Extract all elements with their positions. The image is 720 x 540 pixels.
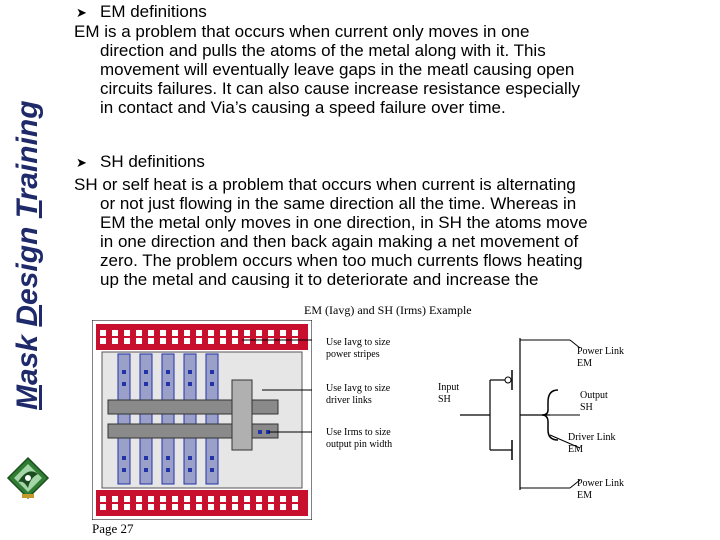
em-line: direction and pulls the atoms of the met… (100, 41, 546, 60)
sidebar-title-m: M (11, 385, 44, 410)
schematic-label: Driver Link (568, 432, 616, 443)
sh-paragraph: SH or self heat is a problem that occurs… (74, 175, 694, 288)
page-number: Page 27 (92, 521, 134, 536)
label-output: Output SH (580, 390, 608, 414)
sidebar-title-raining: raining (11, 100, 44, 201)
figure-title: EM (Iavg) and SH (Irms) Example (304, 303, 472, 317)
sh-heading-row: ➤ SH definitions (74, 152, 205, 172)
callout-line: driver links (326, 395, 372, 406)
label-input: Input SH (438, 382, 459, 406)
schematic-label: Power Link (577, 346, 624, 357)
sh-line: EM the metal only moves in one direction… (100, 213, 588, 232)
bullet-arrow-icon: ➤ (76, 155, 87, 170)
schematic-label: EM (577, 490, 592, 501)
schematic-label: Power Link (577, 478, 624, 489)
callout-driver-links: Use Iavg to size driver links (326, 383, 390, 407)
sh-line: up the metal and causing it to deteriora… (100, 270, 539, 288)
label-power-link-top: Power Link EM (577, 346, 624, 370)
sh-heading: SH definitions (100, 152, 205, 171)
sidebar-title-d: D (11, 304, 44, 327)
sidebar-title-ask: ask (11, 326, 44, 385)
sh-line: SH or self heat is a problem that occurs… (74, 175, 576, 194)
schematic-label: SH (580, 402, 593, 413)
layout-diagram (92, 320, 312, 520)
sidebar-title-esign: esign (11, 218, 44, 305)
sidebar-title: Mask Design Training (4, 0, 52, 410)
em-line: in contact and Via’s causing a speed fai… (100, 98, 506, 117)
em-line: circuits failures. It can also cause inc… (100, 79, 580, 98)
callout-line: Use Irms to size (326, 427, 391, 438)
label-power-link-bottom: Power Link EM (577, 478, 624, 502)
schematic-label: EM (568, 444, 583, 455)
callout-line: output pin width (326, 439, 393, 450)
inverter-schematic (460, 338, 581, 490)
bullet-arrow-icon: ➤ (76, 5, 87, 20)
em-heading: EM definitions (100, 2, 207, 21)
em-line: EM is a problem that occurs when current… (74, 22, 530, 41)
em-heading-row: ➤ EM definitions (74, 2, 207, 22)
schematic-label: Input (438, 382, 460, 393)
callout-line: power stripes (326, 349, 380, 360)
sh-line: zero. The problem occurs when too much c… (100, 251, 583, 270)
callout-power-stripes: Use Iavg to size power stripes (326, 337, 390, 361)
em-line: movement will eventually leave gaps in t… (100, 60, 575, 79)
schematic-label: SH (438, 394, 451, 405)
label-driver-link: Driver Link EM (568, 432, 616, 456)
sidebar-title-t: T (11, 200, 44, 219)
company-logo-icon (6, 456, 50, 500)
callout-line: Use Iavg to size (326, 383, 391, 394)
sidebar: Mask Design Training (0, 0, 58, 540)
em-paragraph: EM is a problem that occurs when current… (74, 22, 694, 117)
sh-line: or not just flowing in the same directio… (100, 194, 577, 213)
schematic-label: Output (580, 390, 608, 401)
callout-output-pin: Use Irms to size output pin width (326, 427, 392, 451)
callout-line: Use Iavg to size (326, 337, 391, 348)
sh-line: in one direction and then back again mak… (100, 232, 579, 251)
schematic-label: EM (577, 358, 592, 369)
